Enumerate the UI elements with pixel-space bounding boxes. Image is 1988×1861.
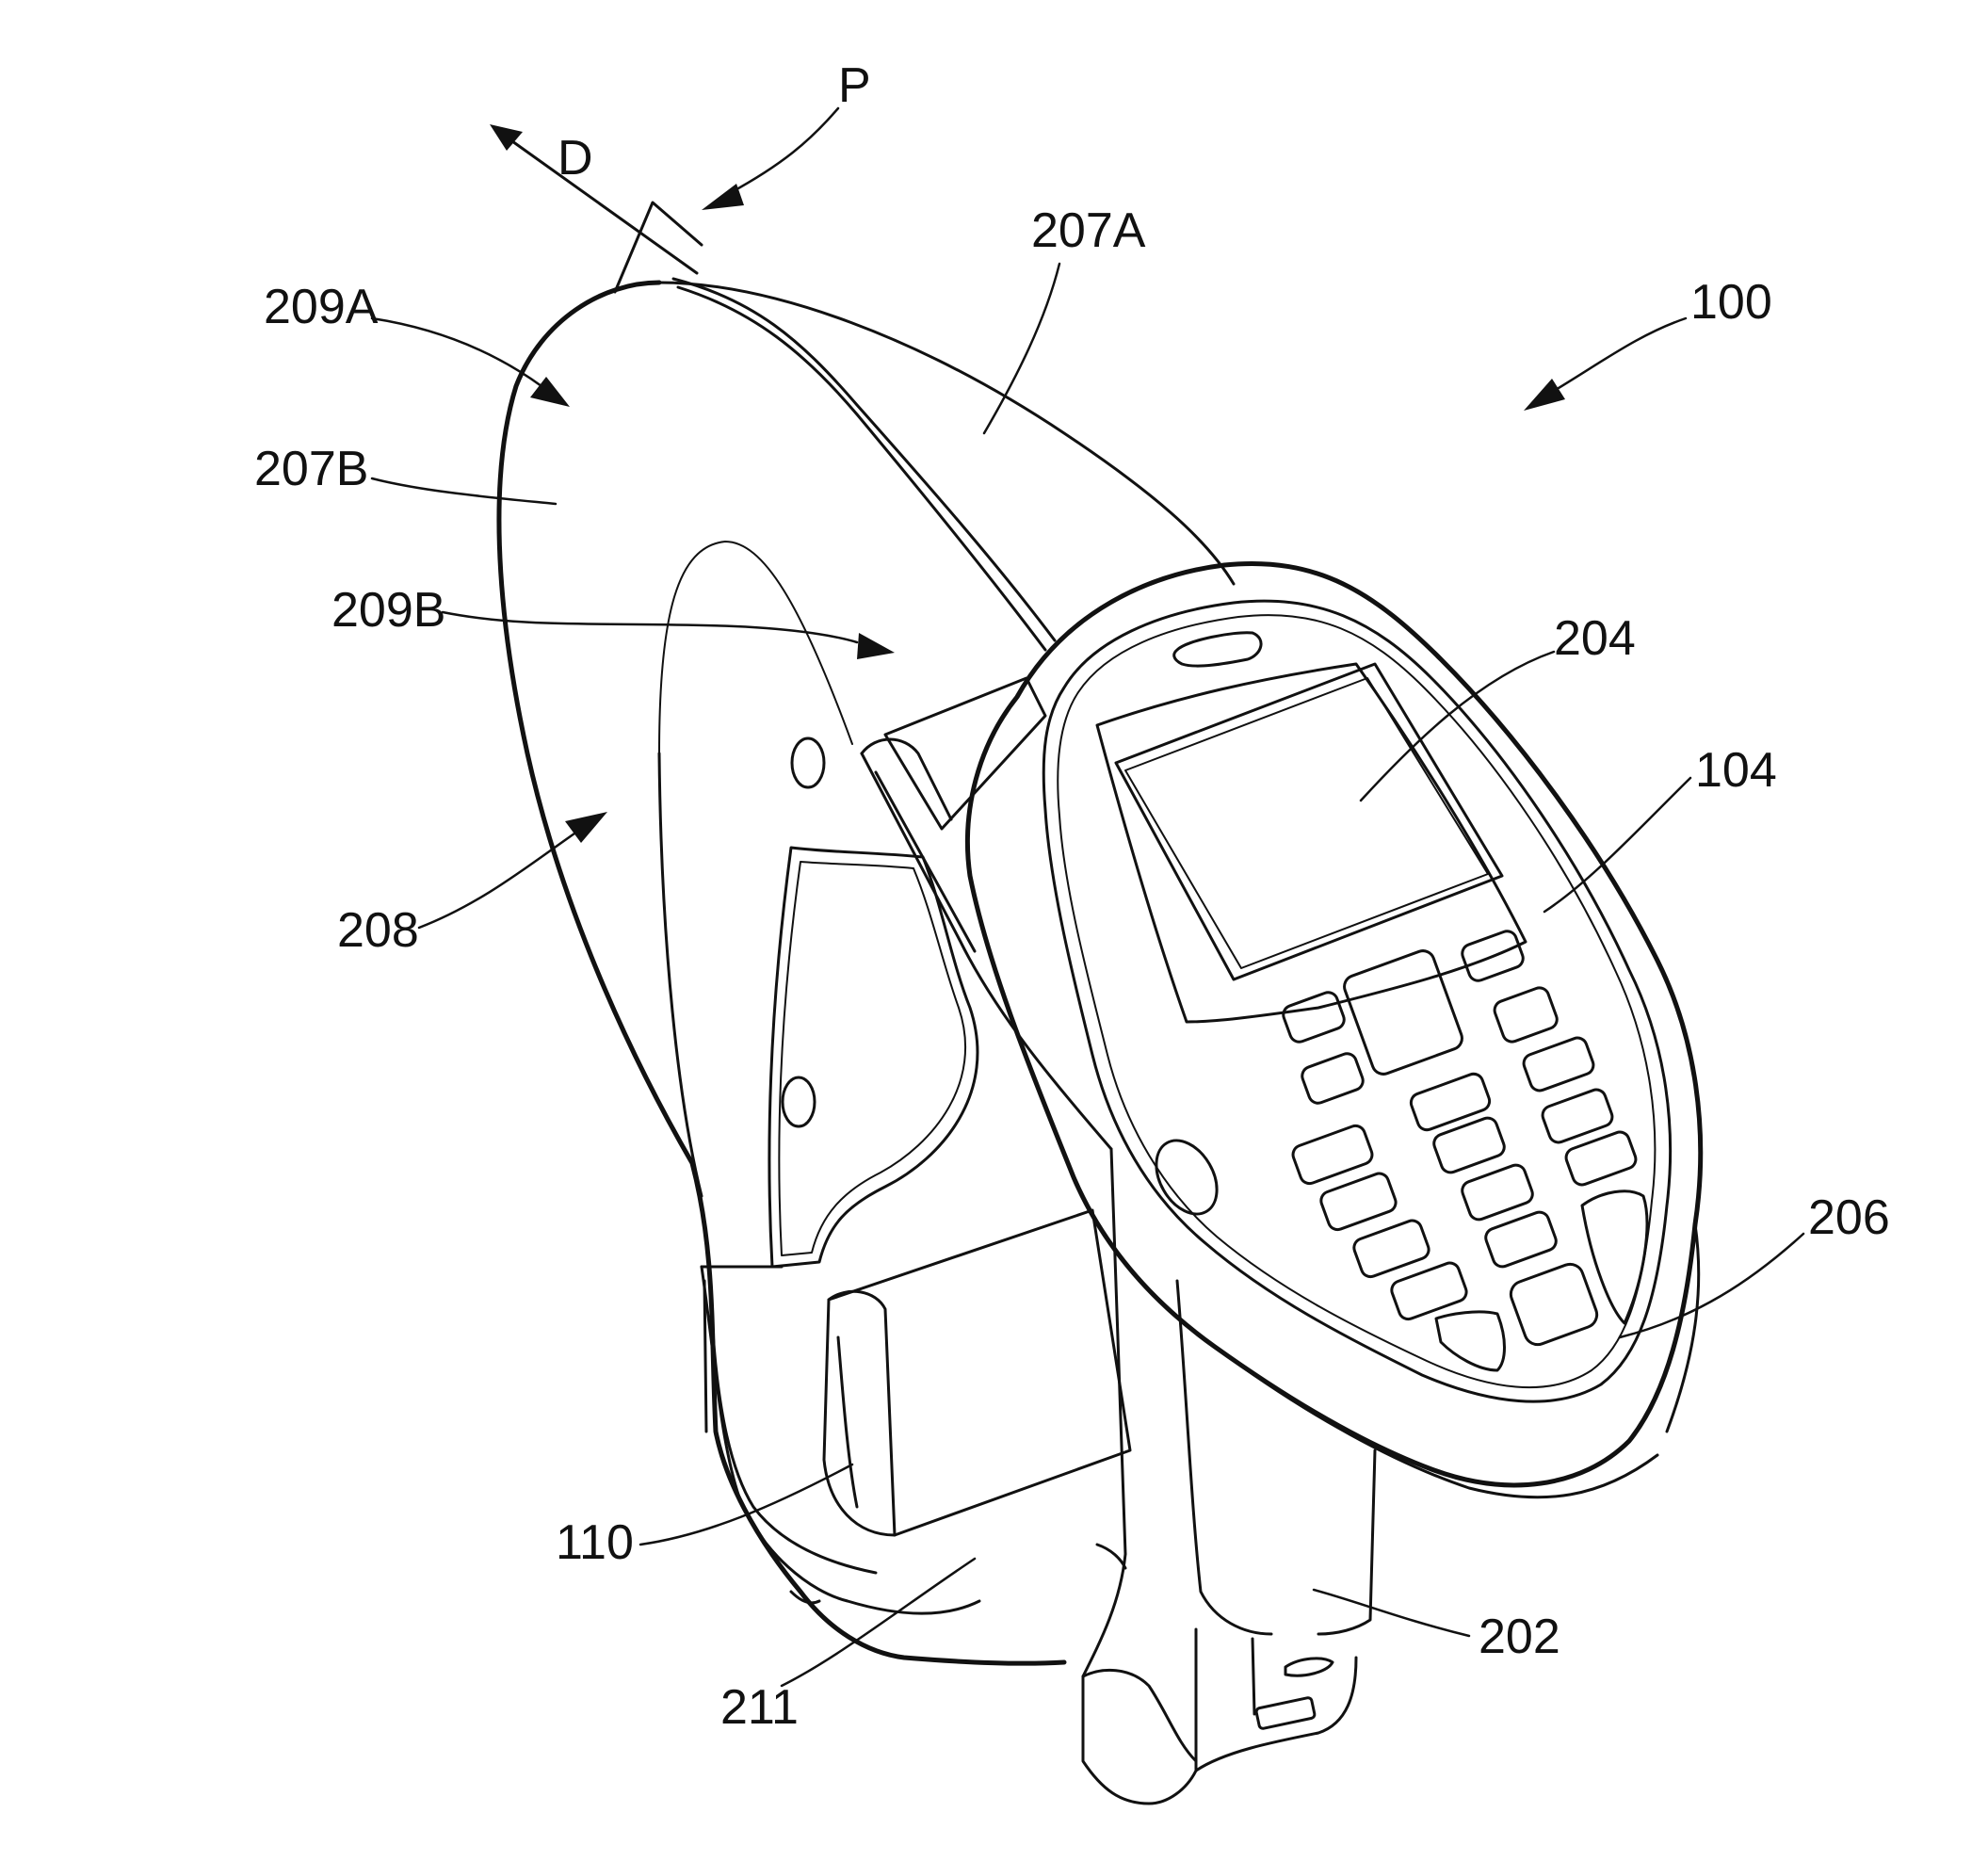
orientation-indicators (490, 108, 838, 292)
label-104: 104 (1695, 743, 1777, 798)
reference-labels: P D 207A 209A 100 207B 209B 204 104 208 … (254, 58, 1890, 1735)
label-204: 204 (1554, 611, 1636, 666)
label-207B: 207B (254, 442, 368, 496)
label-209B: 209B (331, 583, 445, 638)
label-D: D (558, 131, 593, 186)
label-208: 208 (337, 903, 419, 958)
label-211: 211 (720, 1680, 799, 1735)
label-110: 110 (556, 1515, 634, 1570)
mobile-computer (967, 563, 1700, 1497)
keypad (1281, 929, 1647, 1370)
label-207A: 207A (1031, 203, 1146, 258)
direction-axis-line (499, 132, 697, 273)
label-209A: 209A (264, 280, 379, 334)
plane-pointer (730, 108, 838, 193)
handle-strap (499, 279, 1234, 1663)
label-P: P (838, 58, 871, 113)
battery (824, 1210, 1130, 1535)
label-100: 100 (1690, 275, 1772, 330)
label-202: 202 (1479, 1610, 1560, 1664)
label-206: 206 (1808, 1190, 1890, 1245)
